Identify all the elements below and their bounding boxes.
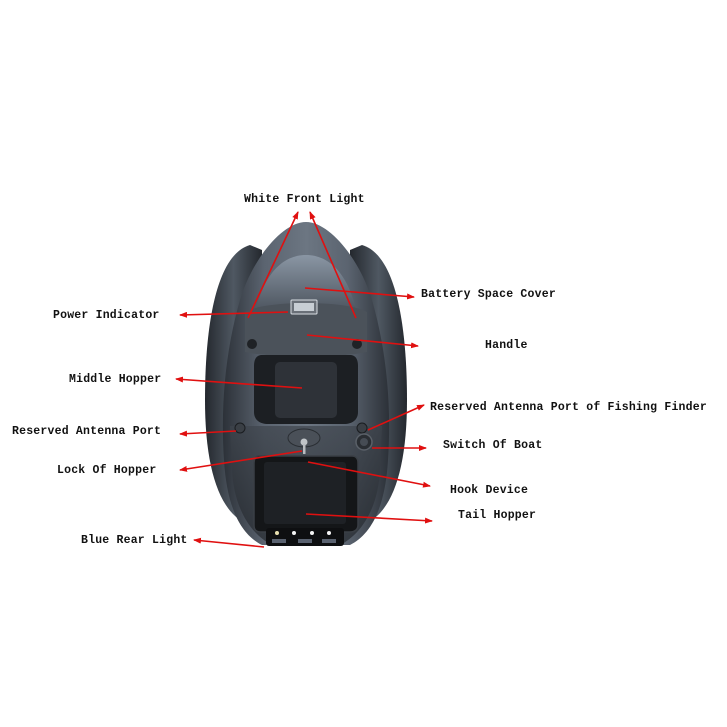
hook-device: [303, 444, 306, 454]
arrow-lock-of-hopper: [179, 450, 303, 472]
label-battery-space-cover: Battery Space Cover: [421, 288, 556, 301]
label-handle: Handle: [485, 339, 528, 352]
arrow-handle: [306, 334, 419, 349]
blue-rear-light-1: [275, 531, 279, 535]
arrow-white-front-light-left: [247, 211, 299, 319]
callout-arrows: [175, 211, 433, 548]
lock-of-hopper: [300, 438, 308, 446]
arrow-hook-device: [307, 461, 431, 488]
arrow-middle-hopper: [175, 376, 303, 389]
tail-hopper-floor: [264, 462, 346, 524]
arrow-tail-hopper: [305, 513, 433, 524]
battery-space-cover: [256, 255, 356, 310]
rear-vent-1: [272, 539, 286, 543]
arrow-reserved-antenna-port-fishing-finder: [367, 404, 425, 431]
reserved-antenna-port-fishing-finder: [356, 422, 368, 434]
rear-light-bar: [266, 528, 344, 546]
handle-plate: [245, 303, 367, 357]
arrow-battery-space-cover: [304, 287, 415, 300]
label-power-indicator: Power Indicator: [53, 309, 160, 322]
blue-rear-light-4: [327, 531, 331, 535]
label-middle-hopper: Middle Hopper: [69, 373, 162, 386]
label-white-front-light: White Front Light: [244, 193, 365, 206]
label-tail-hopper: Tail Hopper: [458, 509, 537, 522]
blue-rear-light-2: [292, 531, 296, 535]
middle-hopper-floor: [275, 362, 337, 418]
arrow-power-indicator: [179, 311, 289, 318]
handle-knob-right: [352, 339, 362, 349]
switch-center: [360, 438, 368, 446]
blue-rear-light-3: [310, 531, 314, 535]
label-switch-of-boat: Switch Of Boat: [443, 439, 543, 452]
power-indicator-screen: [294, 303, 314, 311]
label-reserved-antenna-port: Reserved Antenna Port: [12, 425, 162, 438]
label-reserved-antenna-port-fishing-finder: Reserved Antenna Port of Fishing Finder: [430, 401, 707, 414]
label-lock-of-hopper: Lock Of Hopper: [57, 464, 157, 477]
label-blue-rear-light: Blue Rear Light: [81, 534, 188, 547]
rear-vent-3: [322, 539, 336, 543]
handle-knob-left: [247, 339, 257, 349]
reserved-antenna-port: [234, 422, 246, 434]
arrow-white-front-light-right: [309, 211, 357, 319]
rear-vent-2: [298, 539, 312, 543]
arrow-blue-rear-light: [193, 537, 265, 548]
label-hook-device: Hook Device: [450, 484, 529, 497]
arrow-reserved-antenna-port: [179, 430, 237, 437]
